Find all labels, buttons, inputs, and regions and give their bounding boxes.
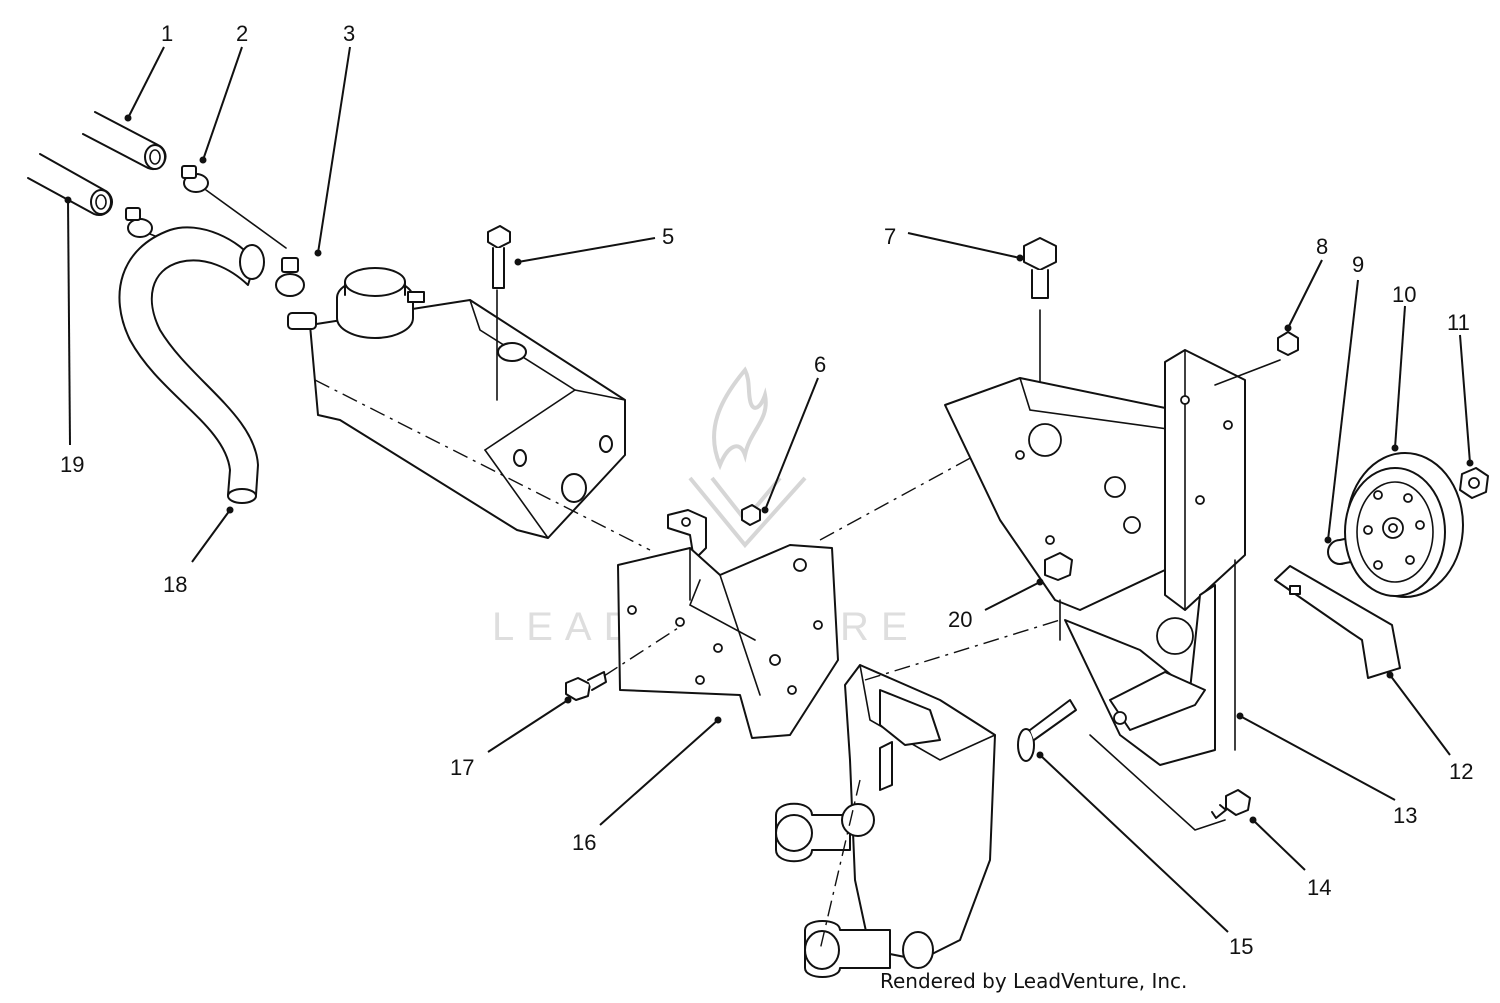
part-bracket-16 <box>617 419 1041 739</box>
part-bent-hose <box>118 226 265 504</box>
callout-9: 9 <box>1352 252 1364 277</box>
callout-13: 13 <box>1393 803 1417 828</box>
callout-numbers: 1 2 3 5 6 7 8 9 10 11 12 13 14 15 16 17 … <box>60 21 1473 959</box>
part-idler-arm-12 <box>1274 565 1401 679</box>
part-hose-lower <box>27 153 113 216</box>
callout-1: 1 <box>161 21 173 46</box>
part-pulley-10 <box>1344 452 1464 598</box>
callout-6: 6 <box>814 352 826 377</box>
callout-15: 15 <box>1229 934 1253 959</box>
watermark-flame-icon <box>712 366 768 471</box>
callout-2: 2 <box>236 21 248 46</box>
part-nut-8 <box>1277 331 1299 356</box>
part-bolt-17 <box>565 627 679 701</box>
callout-5: 5 <box>662 224 674 249</box>
part-bolt-15 <box>1017 699 1077 762</box>
part-engine-housing <box>775 599 1061 978</box>
render-credit: Rendered by LeadVenture, Inc. <box>880 969 1188 993</box>
part-tank-clamp <box>149 189 305 297</box>
part-main-frame <box>944 349 1281 831</box>
callout-10: 10 <box>1392 282 1416 307</box>
part-nut-tab <box>667 504 761 561</box>
callout-19: 19 <box>60 452 84 477</box>
callout-17: 17 <box>450 755 474 780</box>
callout-14: 14 <box>1307 875 1331 900</box>
callout-3: 3 <box>343 21 355 46</box>
part-nut-11 <box>1459 467 1489 499</box>
part-bolt-14 <box>1211 789 1251 819</box>
part-hose-upper <box>82 111 167 171</box>
callout-18: 18 <box>163 572 187 597</box>
callout-11: 11 <box>1447 310 1470 335</box>
callout-8: 8 <box>1316 234 1328 259</box>
callout-20: 20 <box>948 607 972 632</box>
callout-12: 12 <box>1449 759 1473 784</box>
callout-16: 16 <box>572 830 596 855</box>
part-hose-clamps <box>125 165 209 238</box>
callout-7: 7 <box>884 224 896 249</box>
part-bolt-5 <box>487 225 511 289</box>
part-overflow-tank <box>287 267 651 551</box>
leader-lines <box>64 46 1474 933</box>
